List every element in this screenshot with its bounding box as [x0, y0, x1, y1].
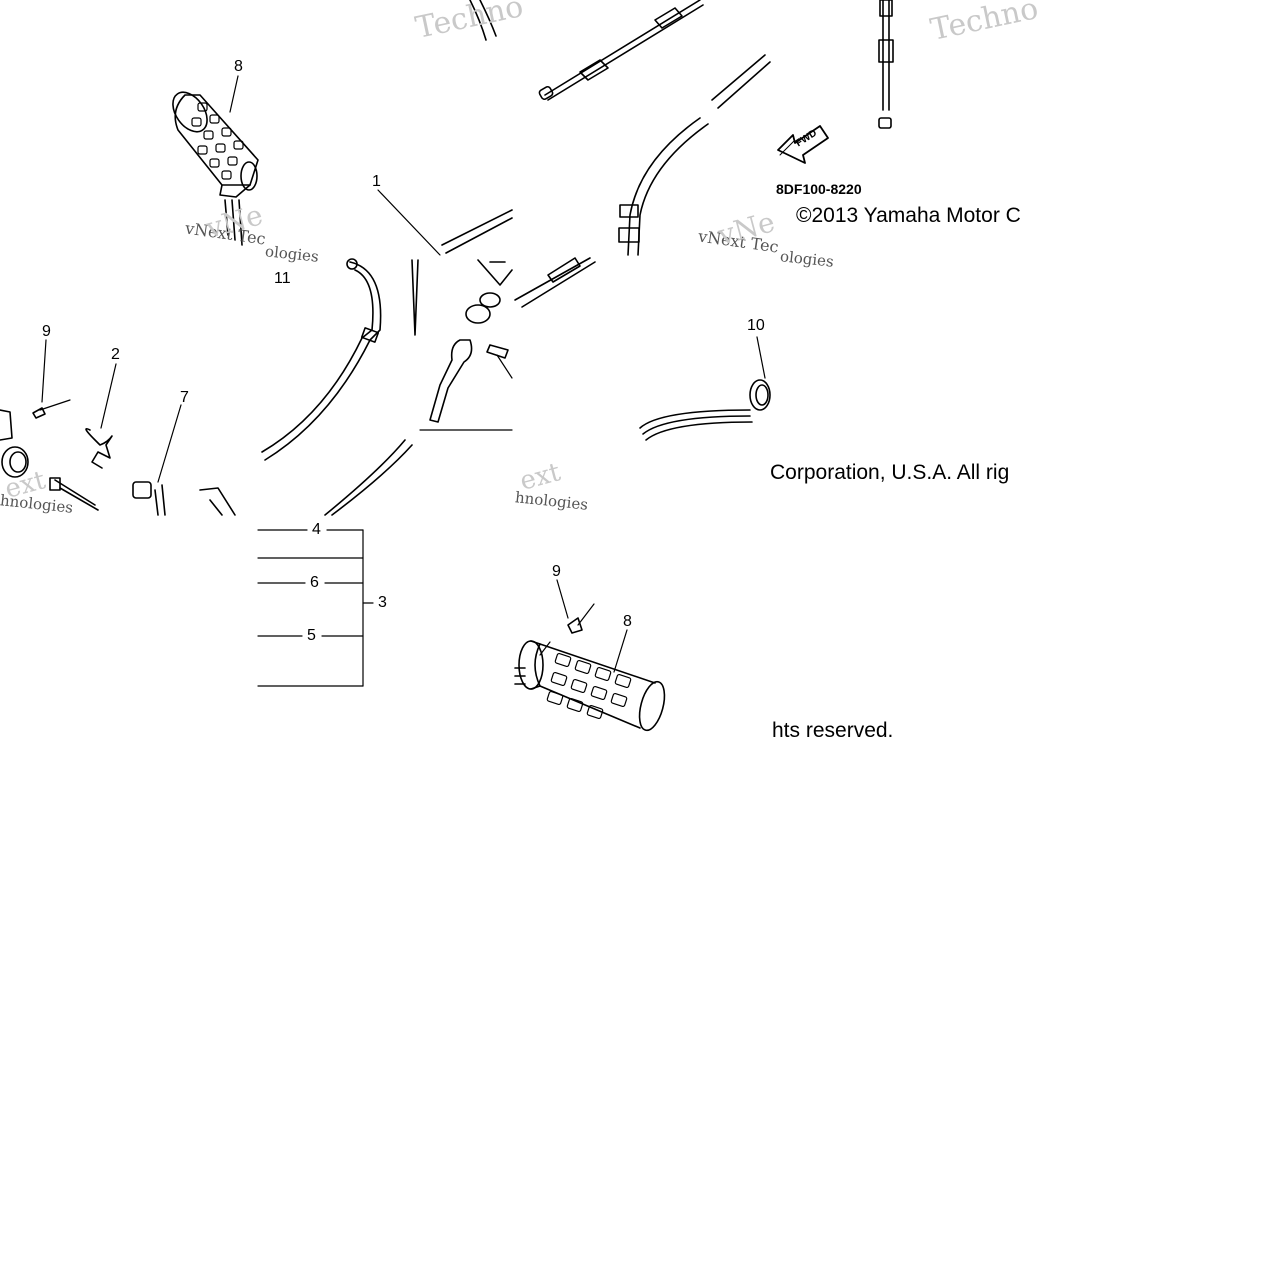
- callout-5: 5: [307, 627, 316, 644]
- clip-part-2: [85, 363, 117, 469]
- handle-grip-right: [514, 629, 666, 732]
- cable-curve-right: [618, 54, 771, 256]
- copyright-text-1: ©2013 Yamaha Motor C: [796, 204, 1021, 227]
- callout-10: 10: [747, 317, 765, 334]
- bolt-part-9-left: [0, 339, 71, 478]
- copyright-text-3: hts reserved.: [772, 719, 894, 742]
- diagram-code: 8DF100-8220: [776, 181, 862, 197]
- callout-9: 9: [552, 563, 561, 580]
- throttle-cable-upper: [469, 0, 704, 101]
- callout-7: 7: [180, 389, 189, 406]
- throttle-cable-mid: [261, 258, 419, 516]
- cable-mid-upper: [377, 189, 513, 286]
- callout-3: 3: [378, 594, 387, 611]
- callout-2: 2: [111, 346, 120, 363]
- callout-9: 9: [42, 323, 51, 340]
- clamp-part-7: [49, 404, 236, 516]
- cable-fittings: [419, 257, 596, 431]
- callout-4: 4: [312, 521, 321, 538]
- callout-6: 6: [310, 574, 319, 591]
- ring-part-10: [639, 336, 771, 441]
- copyright-text-2: Corporation, U.S.A. All rig: [770, 461, 1010, 484]
- callout-bracket-3: [257, 529, 374, 687]
- bolt-part-9-right: [539, 579, 595, 656]
- callout-1: 1: [372, 173, 381, 190]
- cable-end-top-right: [878, 0, 894, 129]
- fwd-arrow-icon: [777, 125, 829, 164]
- copyright-clip-2: Corporation, U.S.A. All rig: [770, 461, 1028, 491]
- callout-8: 8: [623, 613, 632, 630]
- handle-grip-left: [172, 75, 259, 246]
- callout-8: 8: [234, 58, 243, 75]
- callout-11: 11: [274, 270, 291, 287]
- copyright-clip-1: ©2013 Yamaha Motor C: [796, 204, 1028, 234]
